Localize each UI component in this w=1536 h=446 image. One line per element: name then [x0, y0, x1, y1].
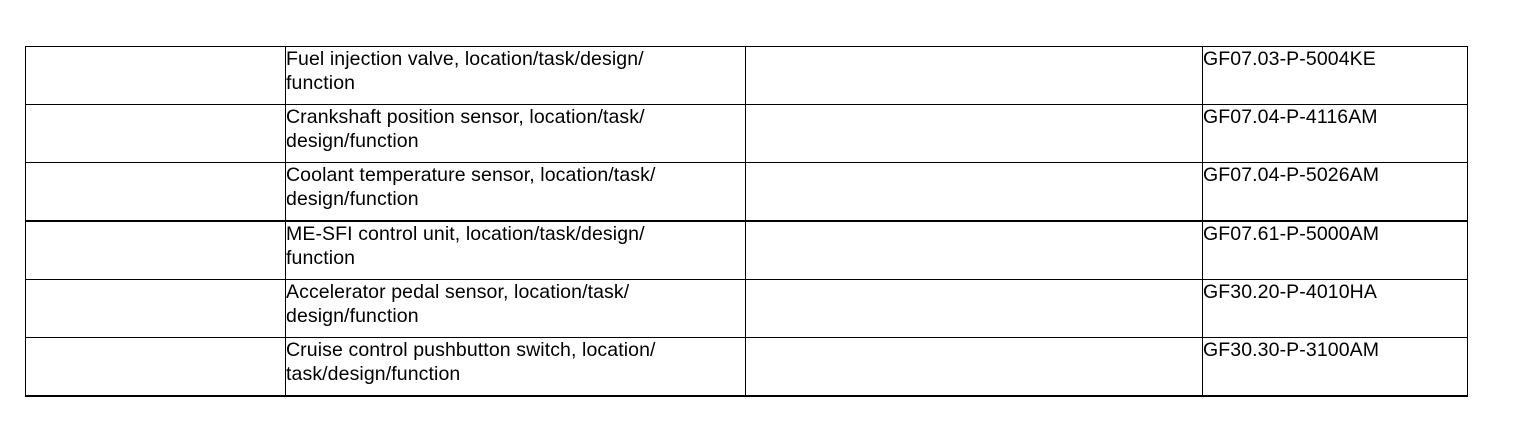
cell-description: Fuel injection valve, location/task/desi…	[285, 46, 746, 105]
table-row: Crankshaft position sensor, location/tas…	[25, 104, 1468, 163]
cell-blank-mid	[745, 104, 1203, 163]
cell-blank-mid	[745, 279, 1203, 338]
table-row: Fuel injection valve, location/task/desi…	[25, 46, 1468, 105]
cell-description: ME-SFI control unit, location/task/desig…	[285, 220, 746, 280]
cell-description: Cruise control pushbutton switch, locati…	[285, 337, 746, 397]
cell-blank-left	[25, 162, 286, 222]
cell-blank-mid	[745, 46, 1203, 105]
cell-blank-left	[25, 104, 286, 163]
cell-description: Crankshaft position sensor, location/tas…	[285, 104, 746, 163]
cell-blank-mid	[745, 220, 1203, 280]
table-row: Coolant temperature sensor, location/tas…	[25, 162, 1468, 222]
table-row: Accelerator pedal sensor, location/task/…	[25, 279, 1468, 338]
cell-document-code: GF07.04-P-5026AM	[1202, 162, 1468, 222]
cell-blank-left	[25, 220, 286, 280]
cell-document-code: GF30.30-P-3100AM	[1202, 337, 1468, 397]
cell-blank-mid	[745, 337, 1203, 397]
cell-document-code: GF07.61-P-5000AM	[1202, 220, 1468, 280]
cell-document-code: GF07.03-P-5004KE	[1202, 46, 1468, 105]
cell-description: Coolant temperature sensor, location/tas…	[285, 162, 746, 222]
cell-blank-left	[25, 279, 286, 338]
table-row: ME-SFI control unit, location/task/desig…	[25, 220, 1468, 280]
cell-document-code: GF07.04-P-4116AM	[1202, 104, 1468, 163]
table-body: Fuel injection valve, location/task/desi…	[25, 46, 1468, 397]
table-row: Cruise control pushbutton switch, locati…	[25, 337, 1468, 397]
cell-document-code: GF30.20-P-4010HA	[1202, 279, 1468, 338]
cell-blank-left	[25, 337, 286, 397]
cell-blank-left	[25, 46, 286, 105]
cell-description: Accelerator pedal sensor, location/task/…	[285, 279, 746, 338]
cell-blank-mid	[745, 162, 1203, 222]
document-reference-table: Fuel injection valve, location/task/desi…	[25, 46, 1468, 397]
